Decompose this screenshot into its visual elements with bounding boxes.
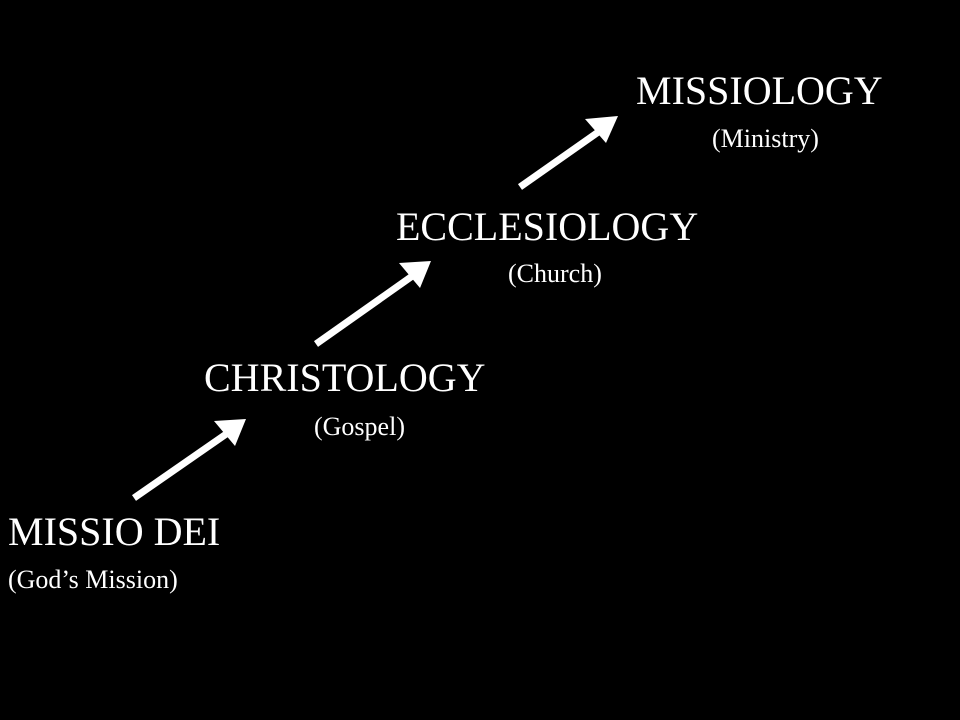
stage-subtitle-church: (Church)	[508, 259, 602, 288]
stage-title-christology: CHRISTOLOGY	[204, 355, 486, 400]
arrow-missio-dei-to-christology	[132, 419, 246, 501]
arrow-christology-to-ecclesiology	[313, 261, 431, 347]
stage-title-ecclesiology: ECCLESIOLOGY	[396, 204, 699, 249]
stage-title-missiology: MISSIOLOGY	[636, 68, 883, 113]
stage-subtitle-gods-mission: (God’s Mission)	[8, 565, 178, 594]
stage-subtitle-ministry: (Ministry)	[712, 124, 819, 153]
stage-title-missio-dei: MISSIO DEI	[8, 509, 221, 554]
arrow-ecclesiology-to-missiology	[517, 116, 618, 190]
stage-subtitle-gospel: (Gospel)	[314, 412, 405, 441]
